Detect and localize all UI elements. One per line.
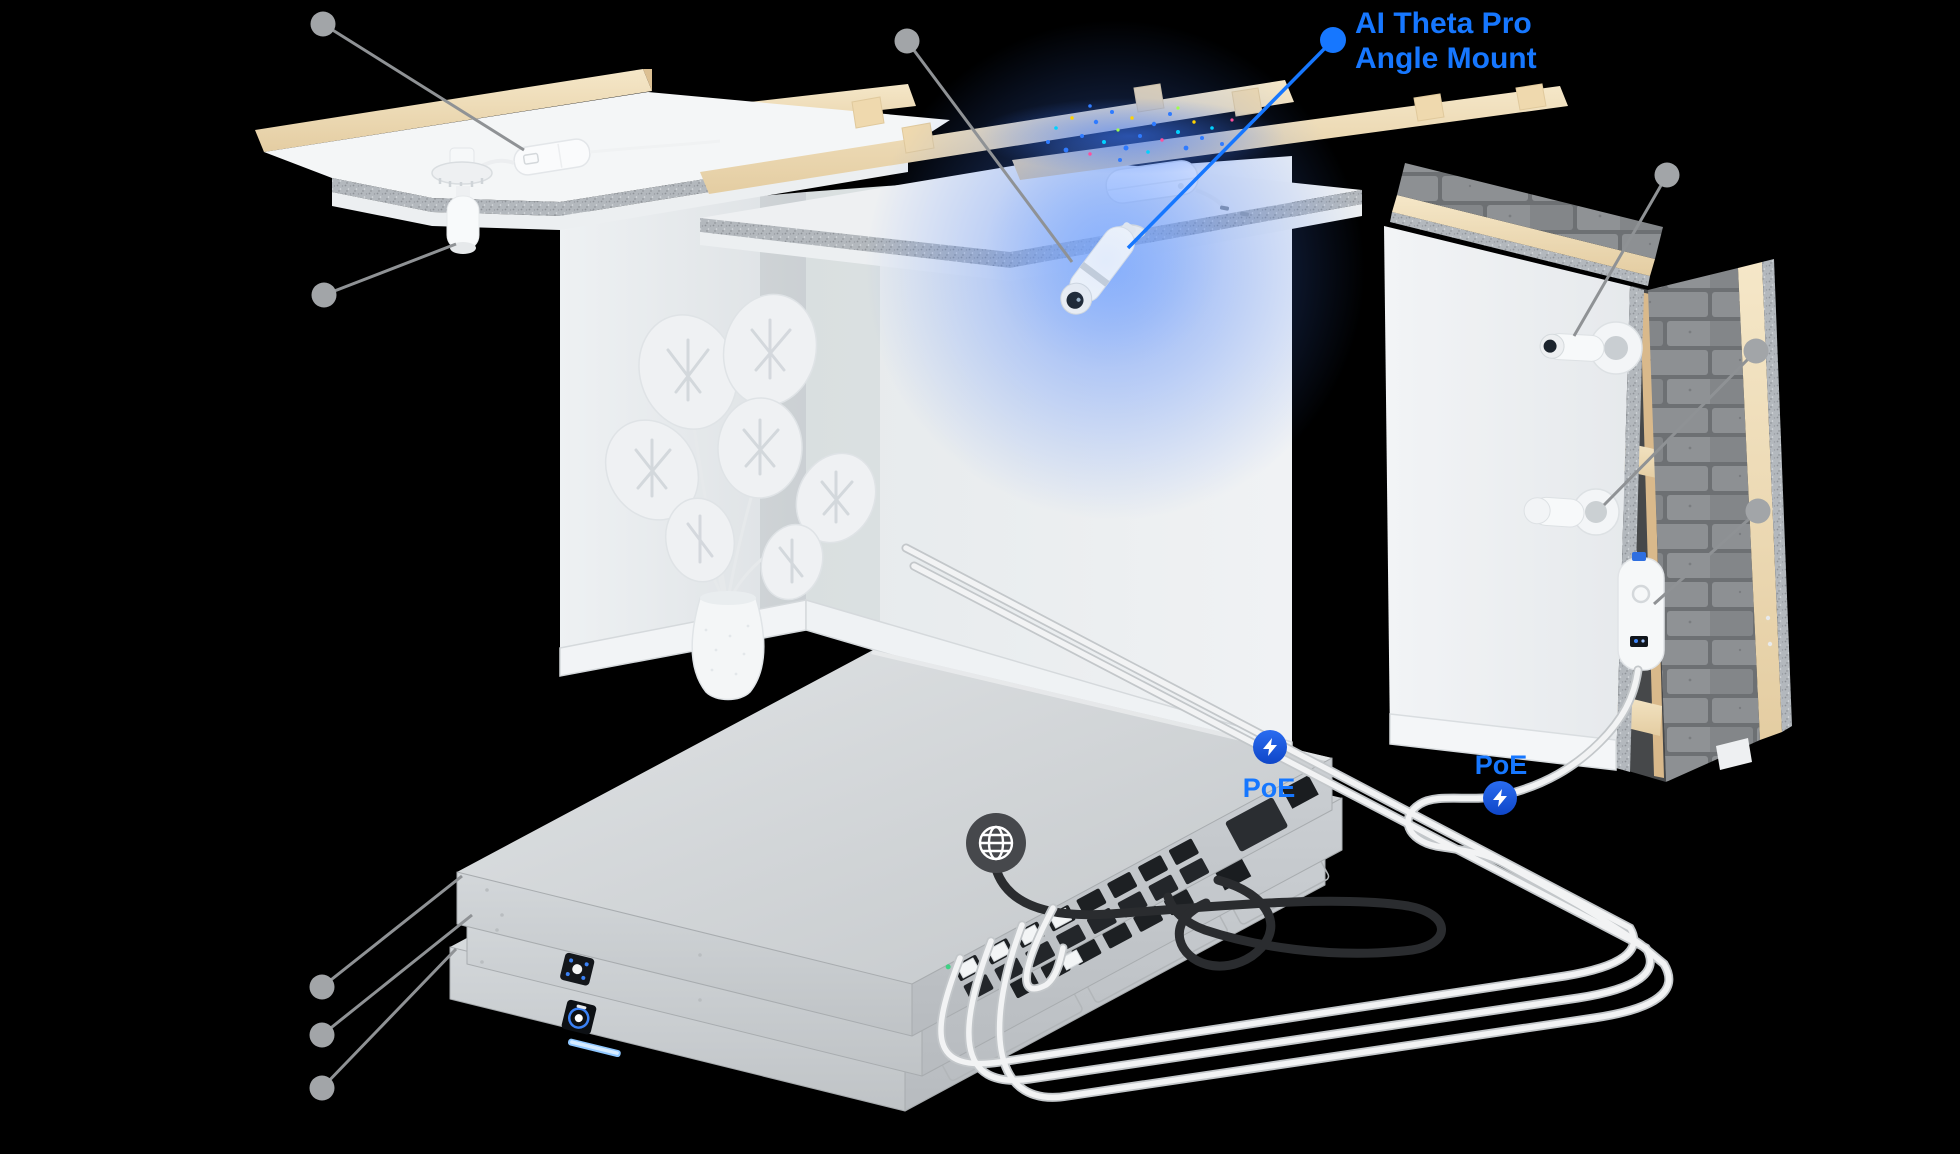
callout-line-wall-adapter [1653, 509, 1759, 606]
masonry-wall [1648, 268, 1760, 782]
wall-baseboard [1389, 713, 1617, 771]
wall-top-plate [1392, 195, 1655, 276]
poe-label-1: PoE [1243, 773, 1296, 803]
camera-glow-overlay [1016, 170, 1196, 350]
callout-dot [309, 1075, 335, 1101]
ap-cable-2 [589, 139, 721, 154]
callout-line-nvr [320, 947, 458, 1090]
wall-top-speckle-band [1390, 212, 1650, 286]
adapter-indicator [1630, 636, 1648, 647]
switch-sfp-ports [1225, 797, 1288, 852]
callout-line-recessed-camera [323, 242, 457, 297]
poe-label-2: PoE [1475, 750, 1528, 780]
poe-badge-2: PoE [1475, 750, 1528, 815]
ap-port-detail [522, 152, 540, 165]
callout-dot [894, 28, 920, 54]
wall-right-assembly [1384, 163, 1792, 782]
outer-sheathing [1762, 259, 1792, 732]
poe-badge-1: PoE [1243, 730, 1296, 803]
lightning-bolt-icon [1263, 738, 1277, 756]
plant [604, 293, 877, 701]
port-led-green [945, 964, 951, 970]
recessed-camera-left [431, 147, 493, 254]
switch-uplink-port [1281, 775, 1319, 809]
mount-ring-ribs [438, 178, 484, 188]
network-stack [449, 650, 1343, 1112]
callout-line-gateway [321, 913, 473, 1037]
chassis-screws [480, 888, 702, 1002]
plant-vase [691, 591, 765, 701]
nvr-led-strip [567, 1038, 621, 1058]
callout-dots-gray [309, 11, 1771, 1101]
wall-poe-adapter [1617, 552, 1665, 671]
wall-mount-puck [1523, 488, 1620, 536]
internet-cable-black [992, 867, 1446, 971]
callout-line-blue [1126, 38, 1335, 250]
callout-dot [1743, 338, 1769, 364]
ethernet-cables-white [901, 543, 1674, 1102]
camera-lens-cap [450, 242, 476, 254]
callout-line-ceiling-ap [322, 22, 525, 152]
callout-line-switch [321, 874, 463, 989]
ceiling-left-slab-edge-chipboard [332, 147, 908, 216]
lightning-bolt-icon [1493, 789, 1507, 807]
ceiling-center-slab-edge-chipboard [700, 190, 1362, 268]
callout-dot [1745, 498, 1771, 524]
switch-front-panel [560, 952, 595, 986]
product-callout: AI Theta Pro Angle Mount [1126, 7, 1537, 250]
callouts-gray [320, 22, 1759, 1090]
wall-camera-lens [1543, 339, 1557, 353]
callout-line-wall-camera [1572, 174, 1669, 337]
callout-dot [309, 1022, 335, 1048]
ceiling-left-joist-back [255, 69, 652, 152]
ai-dust-glow [975, 98, 1285, 174]
ceiling-ap-device [513, 138, 591, 176]
product-label-line2: Angle Mount [1355, 42, 1537, 75]
white-plug [1060, 949, 1084, 971]
callout-dot-blue [1320, 27, 1346, 53]
ceiling-left-slab-edge-drywall [332, 160, 908, 230]
ceiling-left [255, 69, 950, 254]
switch-unit [456, 650, 1333, 1037]
ai-dust-particles [1046, 104, 1234, 162]
gateway-display [561, 999, 597, 1035]
callout-line-wall-puck [1602, 349, 1758, 507]
product-label-line1: AI Theta Pro [1355, 7, 1532, 40]
plant-leaf-slits [634, 318, 854, 584]
wall-top-masonry-band [1397, 163, 1663, 259]
callout-dot [1654, 162, 1680, 188]
adapter-port-blue [1632, 552, 1646, 561]
callout-dot [311, 282, 337, 308]
callout-dot [309, 974, 335, 1000]
joist-end-grain [643, 69, 652, 91]
callout-dot [310, 11, 336, 37]
wall-camera [1539, 321, 1643, 375]
callout-line-theta-camera [905, 40, 1074, 263]
baseboard-corner-piece [1716, 738, 1752, 770]
adapter-logo [1631, 584, 1651, 604]
wall-drywall-panel [1384, 226, 1630, 768]
globe-icon [966, 813, 1026, 873]
camera-body [446, 195, 480, 251]
